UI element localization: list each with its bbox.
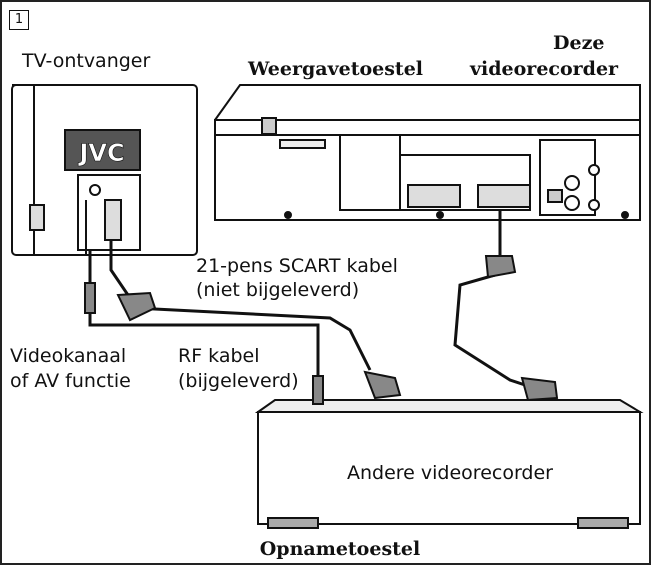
this-vcr-label-line2: videorecorder — [470, 58, 619, 80]
recording-vcr — [254, 399, 644, 529]
scart-plug-vcr — [484, 255, 517, 279]
cables — [88, 210, 526, 387]
video-channel-label-line2: of AV functie — [10, 370, 131, 392]
video-channel-label-line1: Videokanaal — [10, 345, 127, 367]
scart-plug-recorder-b — [520, 376, 559, 402]
rf-plug-recorder — [312, 375, 324, 405]
playback-vcr — [214, 84, 641, 221]
scart-plug-tv — [116, 291, 157, 322]
rf-plug-tv — [84, 282, 96, 314]
this-vcr-label-line1: Deze — [553, 32, 605, 54]
rf-cable-label-line2: (bijgeleverd) — [178, 370, 299, 392]
connectors — [84, 255, 559, 405]
tv-logo: JVC — [77, 139, 124, 167]
scart-cable-label-line1: 21-pens SCART kabel — [196, 255, 398, 277]
playback-device-label: Weergavetoestel — [248, 58, 424, 80]
step-number-box: 1 — [9, 10, 29, 30]
rf-cable-label-line1: RF kabel — [178, 345, 260, 367]
recording-device-label: Opnametoestel — [259, 538, 421, 560]
scart-cable-label-line2: (niet bijgeleverd) — [196, 279, 360, 301]
other-vcr-label: Andere videorecorder — [346, 462, 553, 484]
scart-plug-recorder-a — [363, 370, 402, 400]
tv-receiver — [11, 84, 198, 256]
tv-receiver-label: TV-ontvanger — [22, 50, 151, 72]
